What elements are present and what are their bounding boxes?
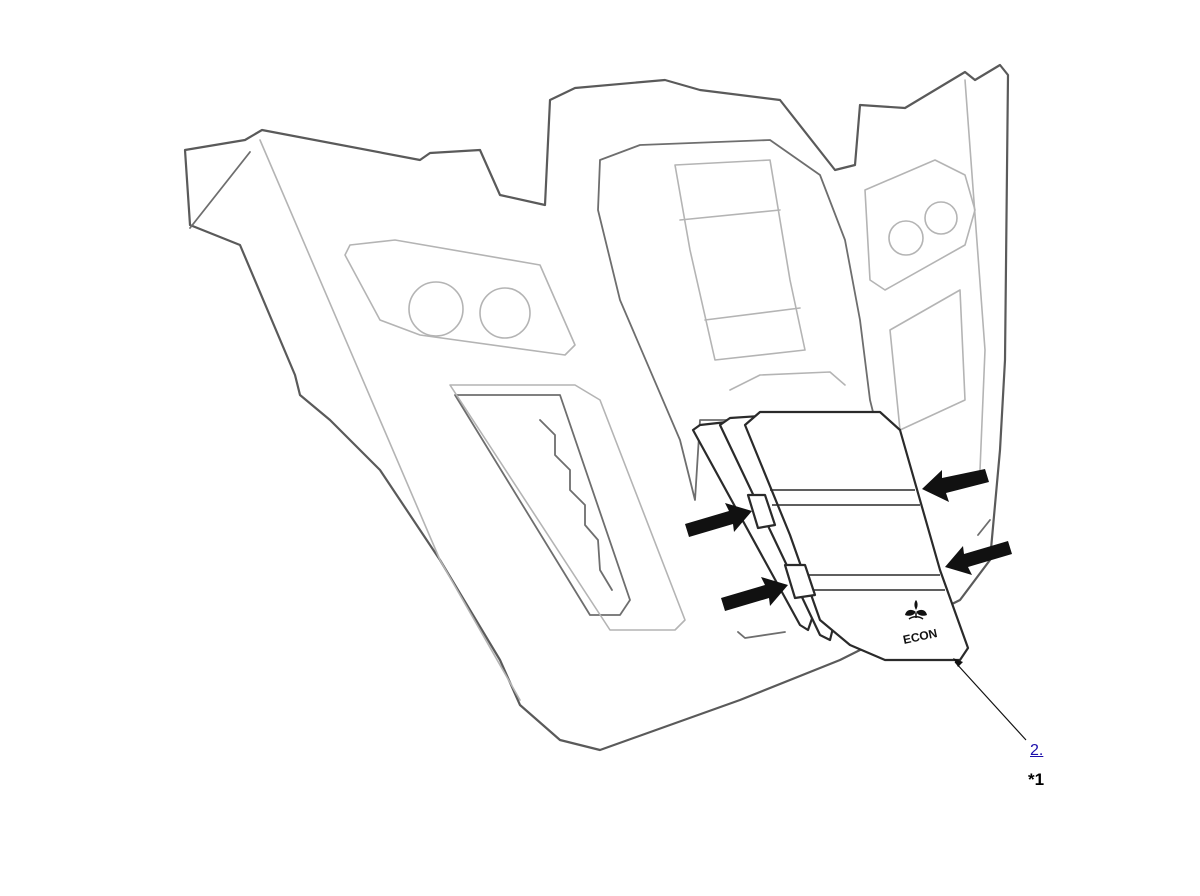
arrow-icon xyxy=(922,469,989,502)
bottom-ledge xyxy=(737,631,786,639)
right-tick xyxy=(977,519,991,536)
step-reference-link[interactable]: 2. xyxy=(1030,742,1044,759)
switch-clip-upper xyxy=(746,493,777,530)
arrow-icon xyxy=(945,541,1012,575)
arrow-icon xyxy=(685,503,752,537)
center-tunnel xyxy=(597,139,876,501)
center-tunnel-inner xyxy=(674,159,806,361)
switch-divider-1 xyxy=(770,489,920,506)
switch-clip-lower xyxy=(783,563,817,600)
arrow-icon xyxy=(721,577,788,611)
arrow-upper-right xyxy=(922,469,989,502)
storage-pocket xyxy=(454,394,631,616)
left-cup-1 xyxy=(408,281,464,337)
panel-right-face xyxy=(964,79,986,471)
callout-note: *1 xyxy=(1028,770,1045,789)
storage-pocket-outer xyxy=(449,384,686,631)
callout-leader-line xyxy=(954,661,1027,741)
center-ledge xyxy=(729,371,846,391)
storage-pocket-steps xyxy=(539,419,613,591)
econ-leaf-icon xyxy=(905,600,927,620)
right-cup-1 xyxy=(888,220,924,256)
panel-left-edge xyxy=(189,151,251,229)
right-lower-recess xyxy=(889,289,966,431)
arrow-lower-right xyxy=(945,541,1012,575)
left-cup-2 xyxy=(479,287,531,339)
panel-left-face xyxy=(259,139,521,701)
right-cupholder-recess xyxy=(864,159,976,291)
arrow-lower-left xyxy=(721,577,788,611)
switch-divider-2 xyxy=(795,574,945,591)
center-tunnel-slot xyxy=(679,209,801,321)
right-cup-2 xyxy=(924,201,958,235)
switch-assembly: ECON xyxy=(691,410,970,662)
callout-leader-arrowhead xyxy=(953,658,963,667)
switch-main-body xyxy=(743,410,970,662)
arrow-upper-left xyxy=(685,503,752,537)
left-cupholder-recess xyxy=(344,239,576,356)
panel-outline xyxy=(183,63,1010,752)
